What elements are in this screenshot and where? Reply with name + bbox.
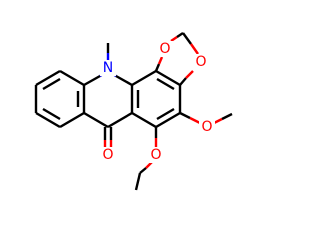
methoxy-oxygen-label: O [201, 119, 212, 135]
bond [35, 69, 61, 87]
bond [182, 32, 192, 45]
bond [83, 74, 101, 87]
bond [59, 69, 85, 87]
bond [176, 32, 184, 38]
bond [59, 111, 85, 129]
bond [35, 111, 61, 129]
bond [131, 69, 157, 87]
methylenedioxy-oxygen-label: O [195, 54, 206, 70]
double-bond-inner [42, 107, 61, 121]
bond [131, 111, 157, 129]
bond [179, 77, 187, 86]
double-bond-inner [156, 107, 175, 121]
nitrogen-atom-label: N [103, 60, 113, 76]
methylenedioxy-oxygen-label: O [159, 41, 170, 57]
bond [157, 56, 164, 65]
bond [179, 111, 191, 120]
double-bond-inner [42, 77, 61, 91]
methoxy-group [179, 111, 233, 125]
left-benzene-ring [34, 69, 86, 129]
bond [213, 117, 223, 125]
bond [170, 36, 178, 42]
bond [221, 112, 233, 121]
double-bond-inner [156, 77, 175, 91]
bond [154, 63, 161, 72]
bond [155, 111, 181, 129]
carbonyl-oxygen-label: O [102, 147, 113, 163]
atom-labels: N O O O O O [100, 41, 215, 163]
bond [83, 111, 109, 129]
bond [107, 111, 133, 129]
bond [190, 43, 199, 55]
methylenedioxy-ring [154, 32, 199, 86]
bond [134, 172, 142, 191]
bond [185, 70, 194, 79]
ethoxy-oxygen-label: O [150, 147, 161, 163]
right-benzene-ring [131, 69, 182, 129]
bond [155, 69, 181, 87]
bond [189, 116, 201, 125]
central-ring [83, 43, 134, 148]
molecule-structure: N O O O O O [34, 32, 233, 191]
bond [115, 74, 133, 87]
bond [139, 167, 147, 174]
